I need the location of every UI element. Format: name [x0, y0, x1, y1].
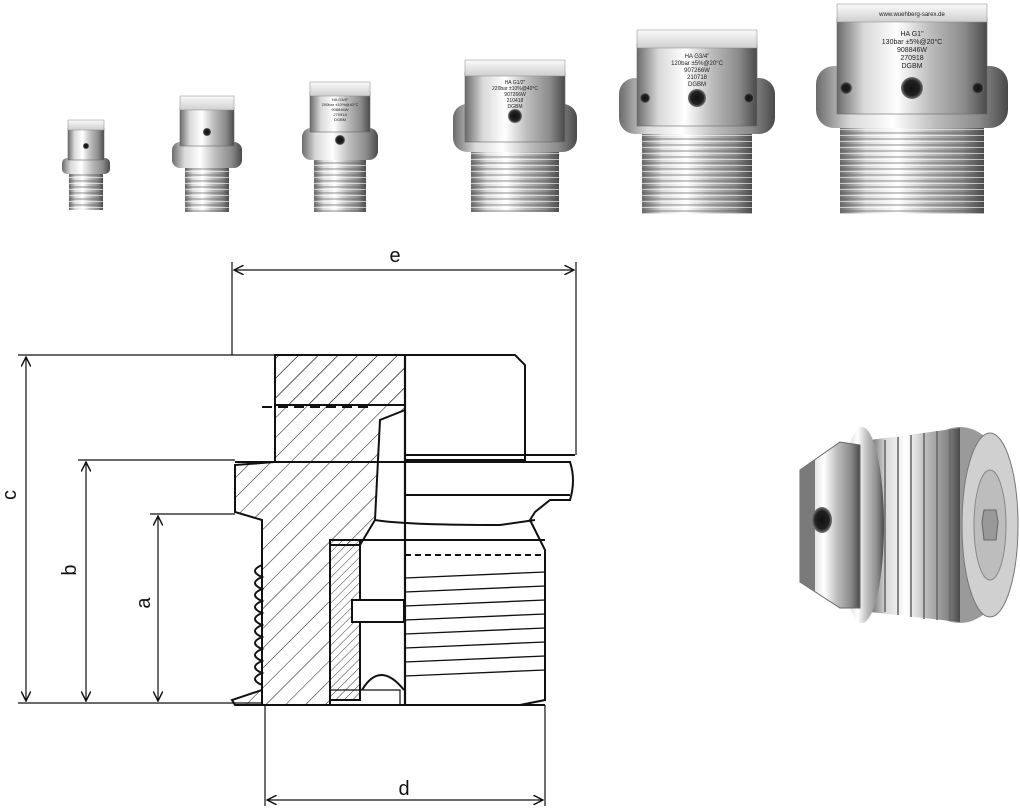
dim-e-label: e: [389, 245, 400, 267]
dimensions: [18, 262, 577, 806]
plug-4-engraving: HA G1/2" 220bar ±10%@40°C 907266W 210418…: [492, 80, 538, 110]
plug-6-website: www.wuehberg-sarex.de: [878, 12, 945, 18]
plug-row: HA G3/8" 200bar ±10%@40°C 908846W 270918…: [62, 3, 1008, 214]
plug-4-line-5: DGBM: [508, 104, 523, 110]
side-view-plug-image: [799, 427, 1019, 623]
plug-3-line-4: 270918: [333, 112, 347, 117]
dim-b-label: b: [59, 564, 81, 575]
dim-d-label: d: [398, 778, 409, 800]
plug-6-engraving: www.wuehberg-sarex.de HA G1" 130bar ±5%@…: [878, 12, 945, 70]
plug-6-line-5: DGBM: [902, 63, 923, 70]
plug-1-image: [62, 119, 110, 210]
plug-3-line-3: 908846W: [331, 107, 348, 112]
plug-5-engraving: HA G3/4" 120bar ±5%@20°C 907266W 210718 …: [671, 54, 723, 88]
dim-c-label: c: [0, 490, 21, 500]
plug-6-line-2: 130bar ±5%@20°C: [882, 38, 942, 46]
plug-3-engraving: HA G3/8" 200bar ±10%@40°C 908846W 270918…: [322, 97, 359, 122]
outer-thread: [254, 564, 265, 705]
plug-4-line-3: 907266W: [504, 92, 526, 98]
plug-6-line-3: 908846W: [897, 47, 927, 54]
hex-head-right: [405, 354, 526, 461]
plug-3-line-1: HA G3/8": [332, 97, 349, 102]
plug-5-line-2: 120bar ±5%@20°C: [671, 61, 723, 67]
plug-6-image: www.wuehberg-sarex.de HA G1" 130bar ±5%@…: [816, 3, 1008, 214]
inner-thread: [404, 571, 546, 677]
plug-4-image: HA G1/2" 220bar ±10%@40°C 907266W 210418…: [453, 59, 577, 212]
plug-5-line-4: 210718: [687, 75, 708, 81]
plug-2-image: [172, 95, 242, 212]
plug-5-line-1: HA G3/4": [685, 54, 710, 60]
plug-4-line-4: 210418: [507, 98, 524, 104]
plug-5-line-5: DGBM: [688, 82, 706, 88]
plug-4-line-2: 220bar ±10%@40°C: [492, 86, 538, 92]
plug-4-line-1: HA G1/2": [505, 80, 526, 86]
plug-6-line-1: HA G1": [900, 31, 924, 38]
plug-5-image: HA G3/4" 120bar ±5%@20°C 907266W 210718 …: [619, 29, 775, 214]
technical-drawing: [230, 354, 575, 706]
plug-3-line-5: DGBM: [334, 117, 346, 122]
dimension-labels: e d c b a: [0, 245, 410, 800]
plug-6-line-4: 270918: [900, 55, 923, 62]
plug-5-line-3: 907266W: [684, 68, 710, 74]
plug-3-image: HA G3/8" 200bar ±10%@40°C 908846W 270918…: [302, 81, 378, 212]
collar: [235, 461, 574, 706]
dim-a-label: a: [133, 597, 155, 609]
plug-3-line-2: 200bar ±10%@40°C: [322, 102, 359, 107]
hex-head-left: [274, 354, 406, 406]
